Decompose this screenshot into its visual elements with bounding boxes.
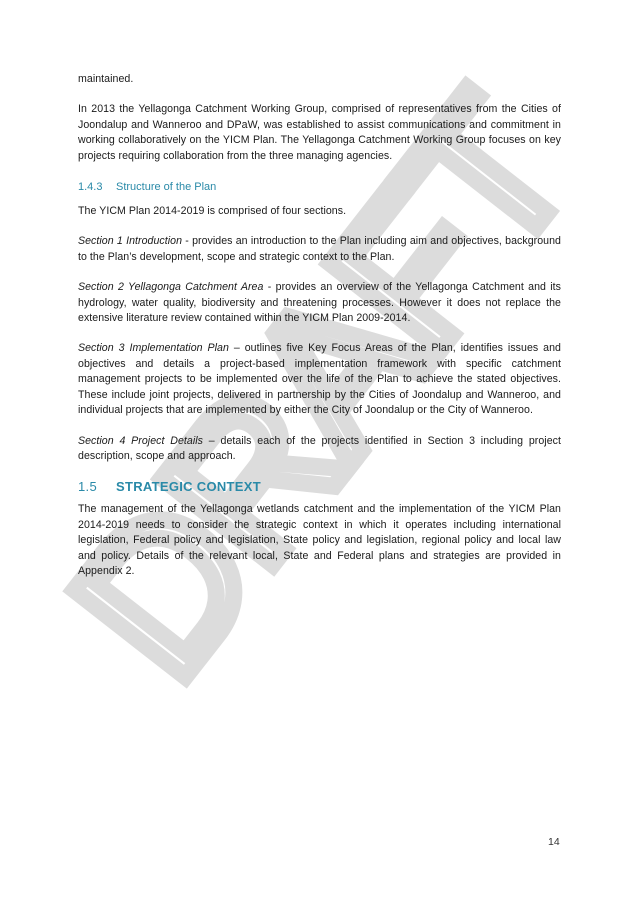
page-number: 14: [548, 836, 560, 848]
intro-paragraph-1: maintained.: [78, 73, 134, 85]
intro-paragraph-2: In 2013 the Yellagonga Catchment Working…: [78, 103, 561, 162]
item-text: - provides an overview of the Yellagonga…: [78, 281, 561, 325]
section-number: 1.4.3: [78, 181, 103, 194]
structure-item-section-2: Section 2 Yellagonga Catchment Area - pr…: [78, 280, 561, 326]
item-text: - provides an introduction to the Plan i…: [78, 235, 562, 263]
section-heading-1-4-3: 1.4.3 Structure of the Plan: [78, 180, 561, 195]
strategic-context-paragraph: The management of the Yellagonga wetland…: [78, 503, 561, 577]
item-label: Section 4 Project Details: [78, 434, 204, 447]
section-number: 1.5: [78, 479, 97, 495]
structure-item-section-1: Section 1 Introduction - provides an int…: [78, 234, 561, 265]
item-text: – details each of the projects identifie…: [78, 434, 561, 462]
structure-lead-paragraph: The YICM Plan 2014-2019 is comprised of …: [78, 205, 347, 218]
item-text: – outlines five Key Focus Areas of the P…: [78, 342, 561, 417]
item-label: Section 2 Yellagonga Catchment Area: [78, 281, 264, 294]
section-heading-1-5: 1.5 STRATEGIC CONTEXT: [78, 478, 561, 495]
item-label: Section 3 Implementation Plan: [78, 342, 229, 355]
section-title: STRATEGIC CONTEXT: [116, 479, 261, 495]
structure-item-section-3: Section 3 Implementation Plan – outlines…: [78, 341, 561, 418]
structure-item-section-4: Section 4 Project Details – details each…: [78, 434, 561, 465]
page-content: maintained. In 2013 the Yellagonga Catch…: [78, 72, 561, 579]
item-label: Section 1 Introduction: [78, 235, 183, 248]
section-title: Structure of the Plan: [116, 181, 217, 194]
